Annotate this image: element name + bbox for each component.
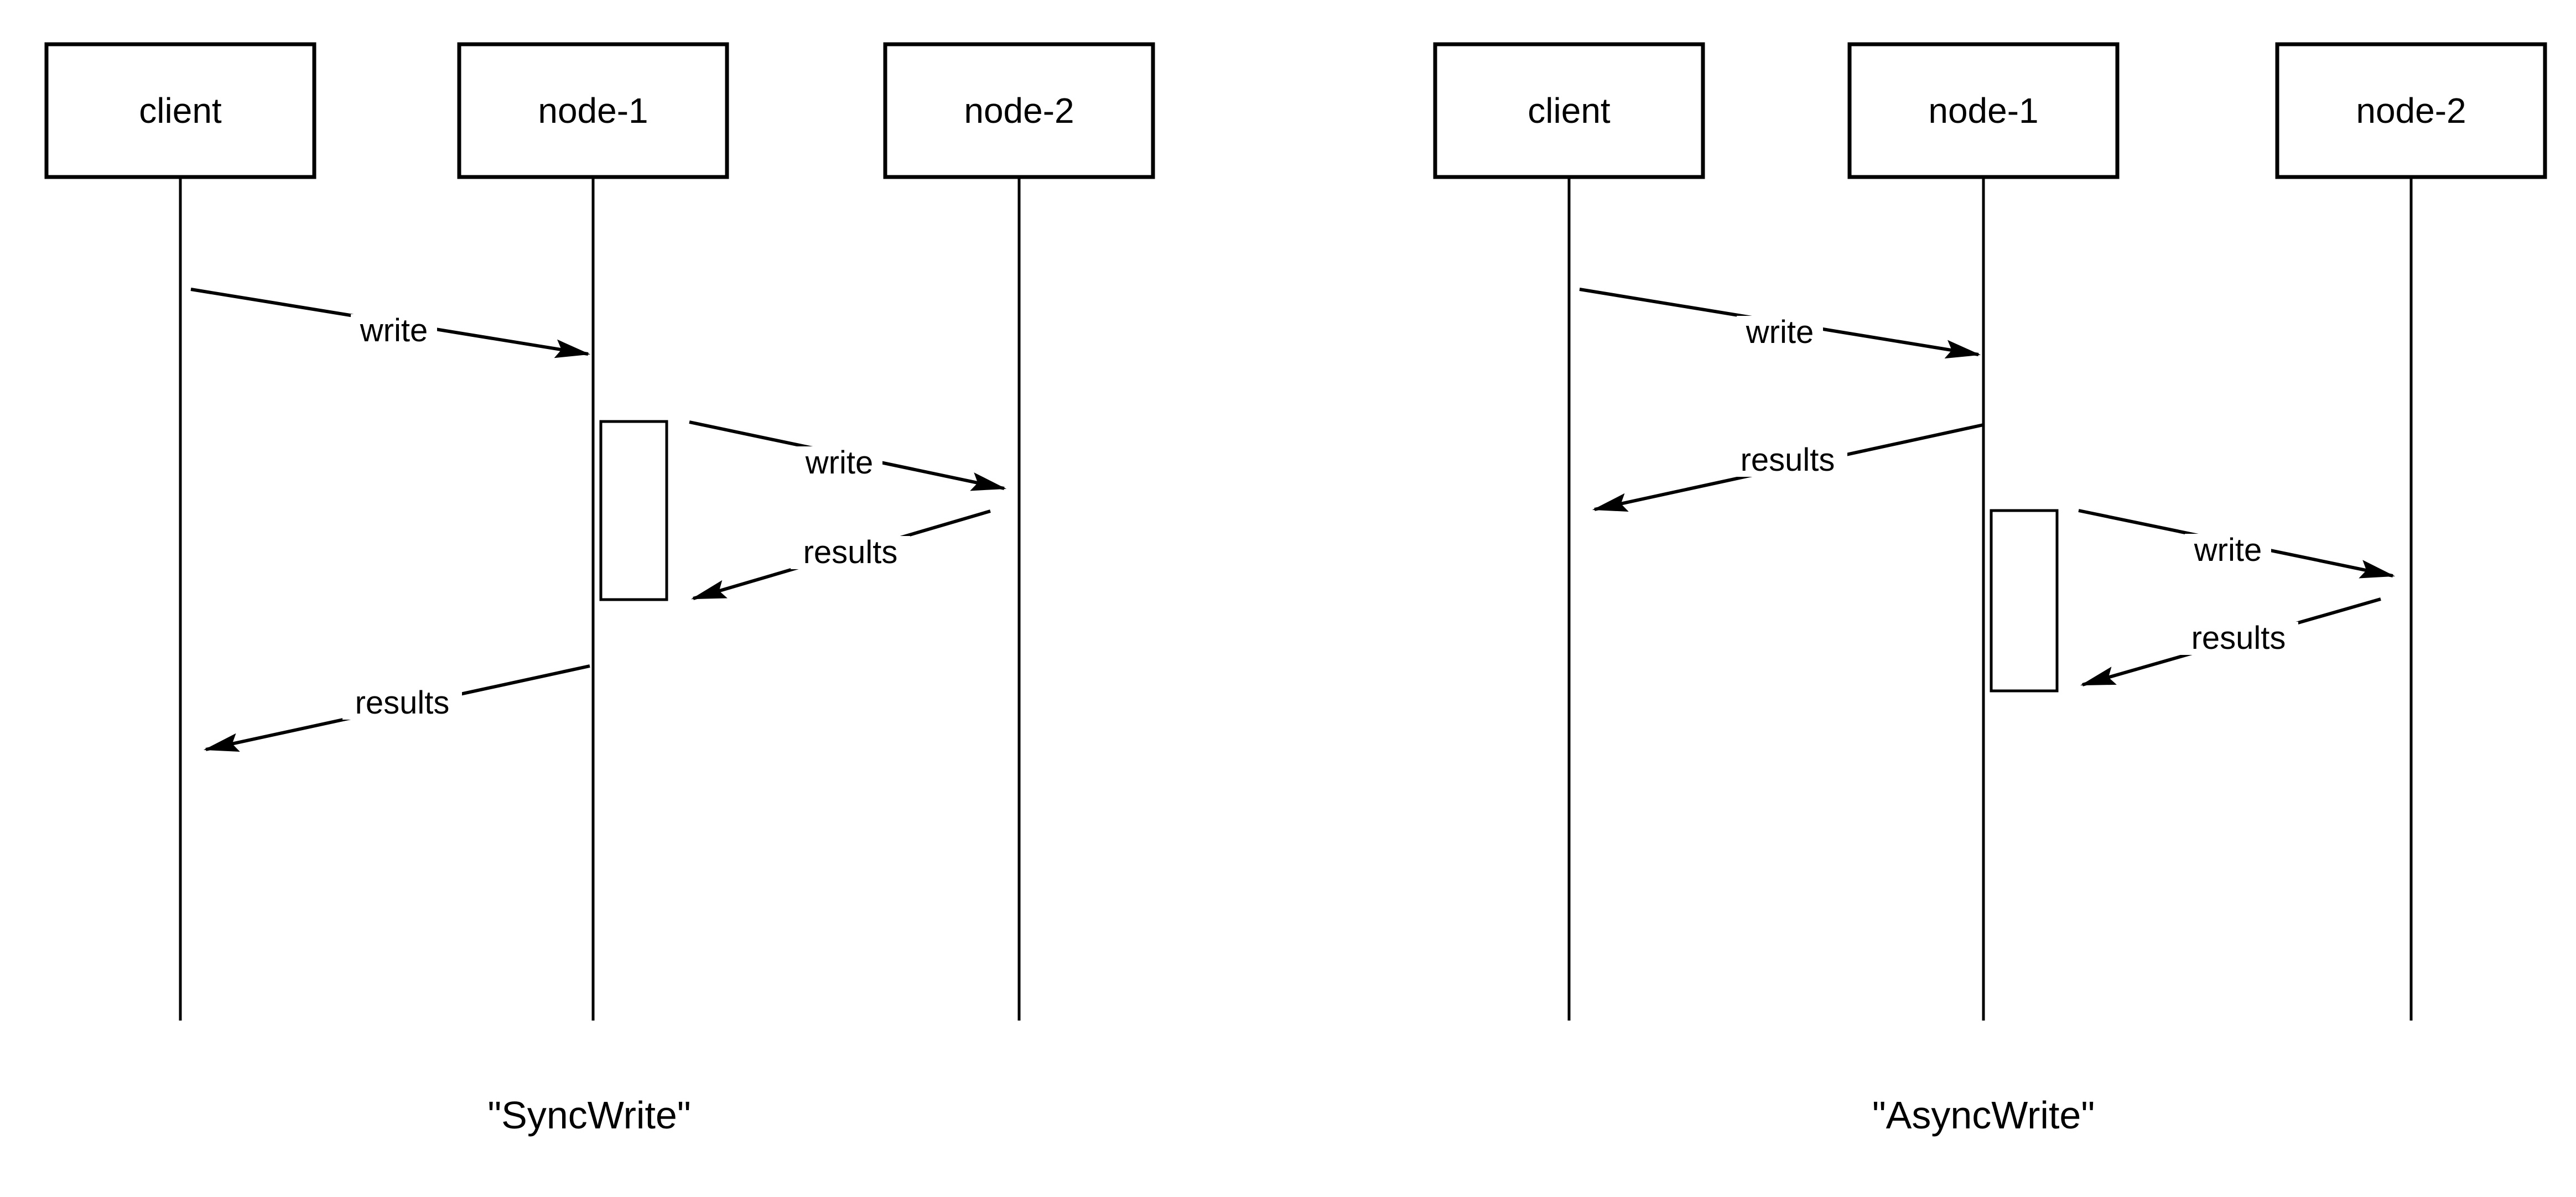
message-results-1: results: [690, 509, 991, 600]
actor-box: [1847, 42, 2120, 179]
message-label: results: [803, 534, 898, 570]
label-mask: [351, 314, 437, 347]
actor-box: [1433, 42, 1705, 179]
label-mask: [791, 536, 910, 569]
label-mask: [1737, 316, 1823, 349]
actor-label: client: [1528, 91, 1611, 131]
actor-label: node-1: [538, 91, 648, 131]
actor-node-2: node-2: [2275, 42, 2547, 179]
message-write-2: write: [2078, 509, 2396, 579]
message-write-1: write: [190, 288, 591, 358]
message-label: results: [355, 685, 450, 721]
actor-box: [2275, 42, 2547, 179]
label-mask: [1728, 444, 1847, 477]
actor-node-2: node-2: [883, 42, 1155, 179]
message-label: write: [360, 313, 428, 348]
label-mask: [796, 446, 882, 480]
actor-label: client: [139, 91, 222, 131]
label-mask: [2179, 622, 2298, 655]
actor-client: client: [44, 42, 316, 179]
diagram-caption: "AsyncWrite": [1872, 1094, 2095, 1137]
actor-box: [883, 42, 1155, 179]
message-write-1: write: [1579, 288, 1981, 359]
message-label: write: [2194, 532, 2262, 568]
actor-label: node-1: [1928, 91, 2038, 131]
message-label: write: [805, 445, 873, 481]
message-label: write: [1746, 314, 1814, 350]
diagram-async-write: client node-1 node-2 write results: [1433, 42, 2547, 1137]
actor-node-1: node-1: [457, 42, 729, 179]
message-results-2: results: [203, 664, 590, 752]
message-label: results: [2191, 620, 2286, 656]
message-write-2: write: [689, 420, 1007, 491]
actor-client: client: [1433, 42, 1705, 179]
message-results-2: results: [2080, 597, 2381, 686]
diagram-caption: "SyncWrite": [487, 1094, 690, 1137]
diagram-sync-write: client node-1 node-2 write write re: [44, 42, 1155, 1137]
label-mask: [2185, 534, 2271, 567]
activation-node-1: [599, 420, 668, 601]
actor-label: node-2: [964, 91, 1074, 131]
message-results-1: results: [1592, 423, 1984, 512]
actor-label: node-2: [2356, 91, 2466, 131]
actor-node-1: node-1: [1847, 42, 2120, 179]
actor-box: [44, 42, 316, 179]
message-label: results: [1741, 442, 1835, 478]
actor-box: [457, 42, 729, 179]
label-mask: [342, 686, 462, 720]
activation-node-1: [1990, 509, 2059, 693]
